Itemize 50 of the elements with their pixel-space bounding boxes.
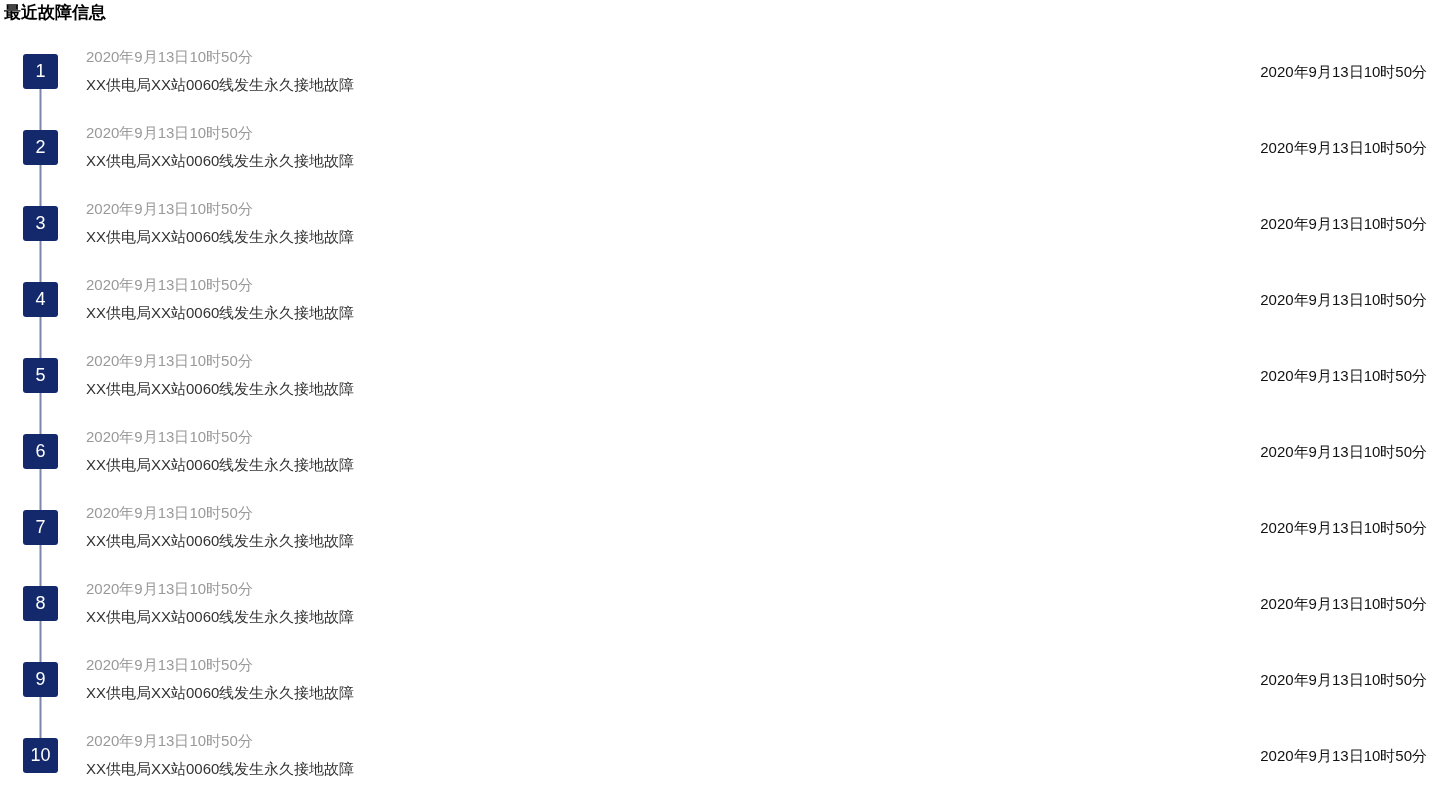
fault-description: XX供电局XX站0060线发生永久接地故障 [86, 684, 355, 702]
timeline-step-marker: 9 [23, 662, 58, 697]
timeline-step-marker: 4 [23, 282, 58, 317]
timeline-connector [39, 316, 42, 359]
record-time: 2020年9月13日10时50分 [1260, 519, 1427, 537]
record-time: 2020年9月13日10时50分 [1260, 443, 1427, 461]
fault-time: 2020年9月13日10时50分 [86, 732, 253, 750]
fault-time: 2020年9月13日10时50分 [86, 124, 253, 142]
timeline-step-marker: 8 [23, 586, 58, 621]
fault-description: XX供电局XX站0060线发生永久接地故障 [86, 76, 355, 94]
fault-time: 2020年9月13日10时50分 [86, 200, 253, 218]
timeline-connector [39, 696, 42, 739]
timeline-connector [39, 164, 42, 207]
timeline-connector [39, 240, 42, 283]
fault-time: 2020年9月13日10时50分 [86, 504, 253, 522]
fault-time: 2020年9月13日10时50分 [86, 352, 253, 370]
record-time: 2020年9月13日10时50分 [1260, 595, 1427, 613]
timeline-connector [39, 88, 42, 131]
record-time: 2020年9月13日10时50分 [1260, 367, 1427, 385]
fault-description: XX供电局XX站0060线发生永久接地故障 [86, 228, 355, 246]
timeline-connector [39, 544, 42, 587]
fault-description: XX供电局XX站0060线发生永久接地故障 [86, 532, 355, 550]
timeline-step-marker: 3 [23, 206, 58, 241]
timeline-step-marker: 2 [23, 130, 58, 165]
timeline-connector [39, 392, 42, 435]
record-time: 2020年9月13日10时50分 [1260, 63, 1427, 81]
fault-time: 2020年9月13日10时50分 [86, 580, 253, 598]
record-time: 2020年9月13日10时50分 [1260, 747, 1427, 765]
record-time: 2020年9月13日10时50分 [1260, 215, 1427, 233]
record-time: 2020年9月13日10时50分 [1260, 139, 1427, 157]
fault-description: XX供电局XX站0060线发生永久接地故障 [86, 456, 355, 474]
record-time: 2020年9月13日10时50分 [1260, 671, 1427, 689]
record-time: 2020年9月13日10时50分 [1260, 291, 1427, 309]
fault-time: 2020年9月13日10时50分 [86, 656, 253, 674]
timeline-connector [39, 468, 42, 511]
fault-time: 2020年9月13日10时50分 [86, 48, 253, 66]
timeline-step-marker: 1 [23, 54, 58, 89]
fault-time: 2020年9月13日10时50分 [86, 276, 253, 294]
fault-description: XX供电局XX站0060线发生永久接地故障 [86, 380, 355, 398]
timeline-step-marker: 10 [23, 738, 58, 773]
fault-description: XX供电局XX站0060线发生永久接地故障 [86, 152, 355, 170]
timeline-step-marker: 6 [23, 434, 58, 469]
fault-description: XX供电局XX站0060线发生永久接地故障 [86, 608, 355, 626]
fault-time: 2020年9月13日10时50分 [86, 428, 253, 446]
timeline-step-marker: 7 [23, 510, 58, 545]
fault-description: XX供电局XX站0060线发生永久接地故障 [86, 760, 355, 778]
fault-description: XX供电局XX站0060线发生永久接地故障 [86, 304, 355, 322]
section-title: 最近故障信息 [4, 3, 106, 23]
timeline-step-marker: 5 [23, 358, 58, 393]
timeline-connector [39, 620, 42, 663]
